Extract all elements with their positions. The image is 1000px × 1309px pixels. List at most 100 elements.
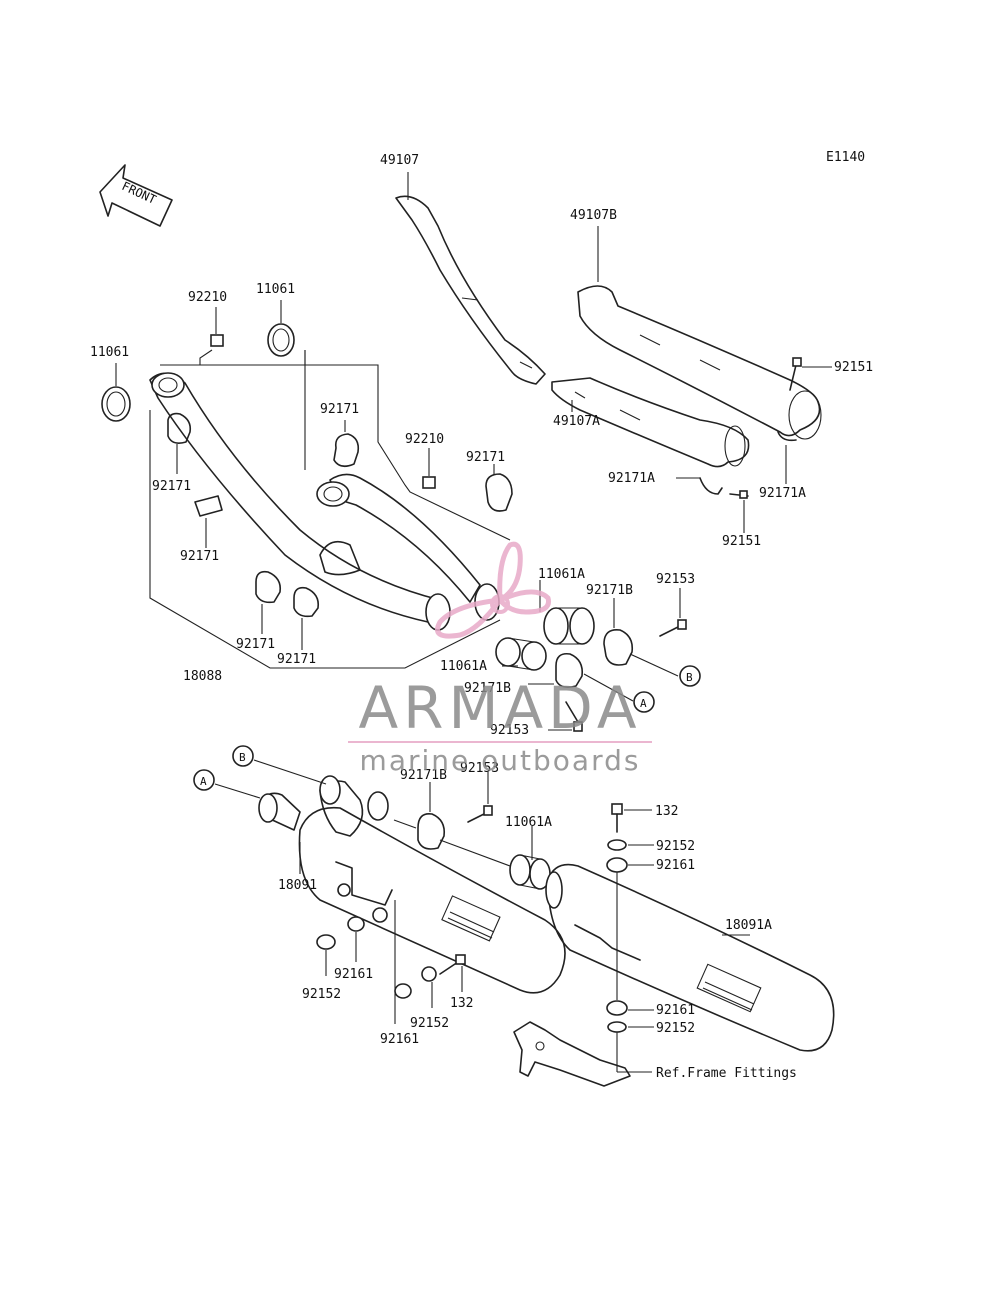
gasket-11061-left xyxy=(101,386,131,422)
label-92152-left-lower: 92152 xyxy=(410,1016,449,1031)
label-11061a-lower: 11061A xyxy=(505,815,552,830)
label-49107b: 49107B xyxy=(570,208,617,223)
label-11061-left: 11061 xyxy=(90,345,129,360)
front-arrow-icon: FRONT xyxy=(99,164,173,227)
grommet-on-muffler xyxy=(337,883,388,923)
heat-shield-49107 xyxy=(395,195,546,385)
heat-shield-49107a xyxy=(551,377,750,468)
leader-a-lower xyxy=(214,783,261,799)
bracket-18088-upper xyxy=(160,349,306,366)
grommet-92161-left-lower xyxy=(394,983,412,999)
label-92171b-middle: 92171B xyxy=(464,681,511,696)
clamp-92171-3 xyxy=(194,495,223,517)
label-132-right: 132 xyxy=(655,804,678,819)
callout-b-upper: B xyxy=(679,665,701,687)
label-92171-5: 92171 xyxy=(236,637,275,652)
grommet-92161-left xyxy=(347,916,365,932)
label-18091a: 18091A xyxy=(725,918,772,933)
clamp-92171b-lower xyxy=(417,812,446,850)
label-18091: 18091 xyxy=(278,878,317,893)
label-92153-lower: 92153 xyxy=(460,761,499,776)
label-92153-middle: 92153 xyxy=(490,723,529,738)
gasket-11061a-lower xyxy=(509,854,551,890)
label-92152-left: 92152 xyxy=(302,987,341,1002)
nut-92210-upper xyxy=(210,334,224,347)
washer-92152-left-lower xyxy=(421,966,437,982)
gasket-11061-right xyxy=(267,323,295,357)
bolt-132-left xyxy=(439,954,466,975)
label-ref-frame-fittings: Ref.Frame Fittings xyxy=(656,1066,797,1081)
label-92171a-right: 92171A xyxy=(759,486,806,501)
diagram-code: E1140 xyxy=(826,150,865,165)
watermark: ARMADA marine outboards xyxy=(348,541,652,777)
label-49107: 49107 xyxy=(380,153,419,168)
svg-text:A: A xyxy=(200,775,207,788)
nut-92210-lower xyxy=(422,476,436,489)
clamp-92171-5 xyxy=(255,570,282,604)
label-92161-right-upper: 92161 xyxy=(656,858,695,873)
bolt-92153-lower xyxy=(467,805,493,823)
label-92171-3: 92171 xyxy=(180,549,219,564)
propeller-logo-icon xyxy=(435,541,552,639)
callout-b-lower: B xyxy=(232,745,254,767)
grommet-92161-right-upper xyxy=(606,857,628,873)
callout-a-lower: A xyxy=(193,769,215,791)
leader-to-b-upper xyxy=(629,653,679,677)
grommet-92161-right-lower xyxy=(606,1000,628,1016)
label-92171b-upper: 92171B xyxy=(586,583,633,598)
gasket-11061a-upper xyxy=(543,607,595,645)
svg-text:A: A xyxy=(640,697,647,710)
clamp-92171-4 xyxy=(485,473,513,512)
label-92161-left: 92161 xyxy=(334,967,373,982)
bolt-92151-lower xyxy=(729,490,749,499)
label-92152-right-lower: 92152 xyxy=(656,1021,695,1036)
label-92171-2: 92171 xyxy=(152,479,191,494)
bolt-92153-middle xyxy=(565,701,583,732)
bolt-92151-upper xyxy=(789,357,802,391)
label-92171a-left: 92171A xyxy=(608,471,655,486)
clamp-92171-1 xyxy=(333,433,360,468)
label-92171b-lower: 92171B xyxy=(400,768,447,783)
label-92153-upper: 92153 xyxy=(656,572,695,587)
label-92171-4: 92171 xyxy=(466,450,505,465)
heat-shield-49107b xyxy=(577,285,822,440)
label-132-left: 132 xyxy=(450,996,473,1011)
leader-gasket-line xyxy=(439,839,511,867)
leader-18088 xyxy=(149,410,501,669)
label-92171-6: 92171 xyxy=(277,652,316,667)
label-92210-lower: 92210 xyxy=(405,432,444,447)
gasket-11061a-middle xyxy=(495,637,547,671)
label-92210-upper: 92210 xyxy=(188,290,227,305)
label-92161-right-lower: 92161 xyxy=(656,1003,695,1018)
label-18088: 18088 xyxy=(183,669,222,684)
leader-b-lower xyxy=(253,759,327,785)
washer-92152-right-upper xyxy=(607,839,627,851)
label-92152-right-upper: 92152 xyxy=(656,839,695,854)
clamp-92171-2 xyxy=(167,412,192,444)
callout-a-upper: A xyxy=(633,691,655,713)
leader-to-a-upper xyxy=(583,673,634,702)
frame-bracket xyxy=(513,1021,631,1087)
bolt-92153-upper xyxy=(659,619,687,637)
label-11061a-upper: 11061A xyxy=(538,567,585,582)
clamp-92171a-left xyxy=(699,477,723,495)
bolt-132-right xyxy=(611,803,623,833)
muffler-18091a xyxy=(545,863,835,1052)
muffler-18091 xyxy=(258,775,566,994)
washer-92152-right-lower xyxy=(607,1021,627,1033)
svg-text:B: B xyxy=(686,671,693,684)
bracket-18088-right xyxy=(304,350,511,541)
front-label: FRONT xyxy=(120,179,159,207)
label-92171-1: 92171 xyxy=(320,402,359,417)
label-11061-right: 11061 xyxy=(256,282,295,297)
svg-text:B: B xyxy=(239,751,246,764)
label-49107a: 49107A xyxy=(553,414,600,429)
clamp-92171b-upper xyxy=(603,628,634,666)
watermark-tagline: marine outboards xyxy=(360,744,641,777)
label-92151-lower: 92151 xyxy=(722,534,761,549)
clamp-92171a-right xyxy=(777,431,797,442)
label-11061a-middle: 11061A xyxy=(440,659,487,674)
label-92151-upper: 92151 xyxy=(834,360,873,375)
leader-clamp-to-muffler xyxy=(393,819,417,829)
